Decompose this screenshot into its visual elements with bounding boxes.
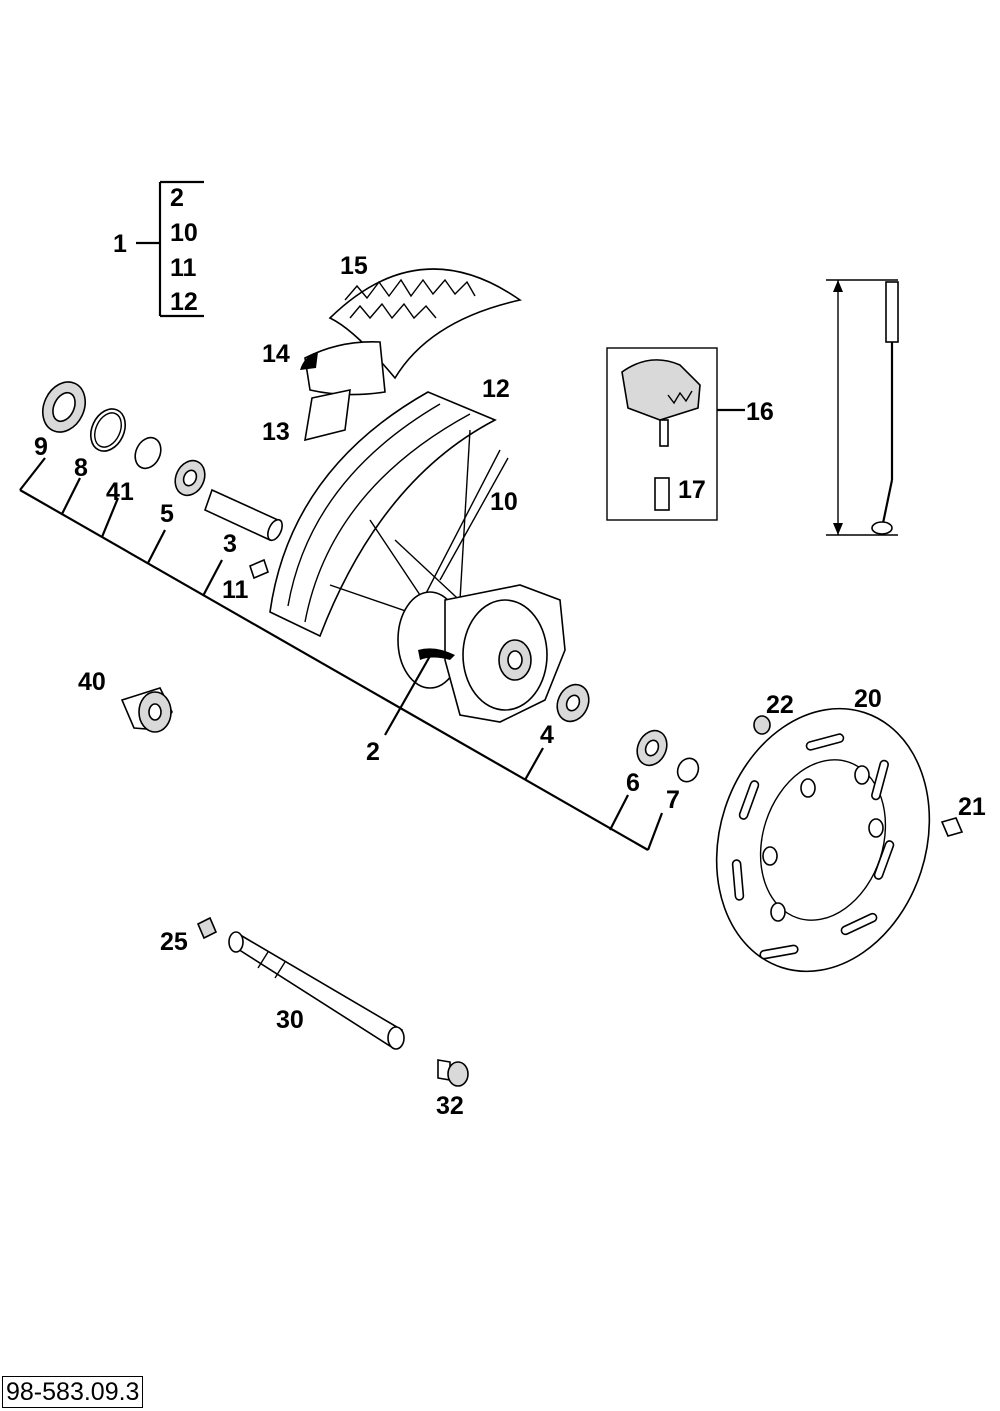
rim-drawing [269, 391, 509, 641]
o-ring-8-drawing [89, 408, 127, 452]
callout-40: 40 [78, 668, 106, 696]
callout-7: 7 [666, 786, 680, 814]
callout-20: 20 [854, 685, 882, 713]
callout-16: 16 [746, 398, 774, 426]
callout-21: 21 [958, 793, 986, 821]
axis-leader-lines [19, 457, 664, 851]
callout-4: 4 [540, 721, 554, 749]
valve-detail-box [606, 347, 745, 521]
spoke-dimension-drawing [826, 279, 899, 536]
circlip-41-drawing [134, 436, 162, 470]
callout-8: 8 [74, 454, 88, 482]
assembly-bracket: 1 2 10 11 12 [113, 180, 204, 318]
brake-disc-drawing [715, 707, 931, 973]
spacer-7-drawing [676, 757, 700, 783]
tire-drawing [300, 268, 522, 396]
assembly-label: 1 [113, 230, 127, 258]
callout-9: 9 [34, 433, 48, 461]
bolt-21-drawing [940, 817, 964, 837]
callout-25: 25 [160, 928, 188, 956]
callout-6: 6 [626, 769, 640, 797]
assembly-item-4: 12 [170, 288, 198, 316]
callout-22: 22 [766, 691, 794, 719]
callout-14: 14 [262, 340, 290, 368]
callout-10: 10 [490, 488, 518, 516]
callout-15: 15 [340, 252, 368, 280]
callout-30: 30 [276, 1006, 304, 1034]
callout-12: 12 [482, 375, 510, 403]
assembly-item-3: 11 [170, 254, 197, 282]
callout-32: 32 [436, 1092, 464, 1120]
nipple-11-drawing [249, 558, 269, 580]
assembly-item-1: 2 [170, 184, 184, 212]
callout-3: 3 [223, 530, 237, 558]
callout-13: 13 [262, 418, 290, 446]
bolt-32-drawing [437, 1059, 469, 1087]
callout-11: 11 [222, 576, 249, 604]
spacer-3-drawing [204, 488, 280, 542]
callout-5: 5 [160, 500, 174, 528]
hub-drawing [397, 584, 566, 723]
assembly-item-2: 10 [170, 219, 198, 247]
axle-drawing [228, 931, 405, 1050]
nut-25-drawing [196, 916, 218, 940]
callout-17: 17 [678, 476, 706, 504]
nut-22-drawing [753, 715, 771, 735]
spacer-40-drawing [120, 687, 173, 733]
diagram-reference-number: 98-583.09.3 [2, 1376, 144, 1408]
callout-41: 41 [106, 478, 134, 506]
inner-tube-drawing [304, 388, 351, 442]
callout-2: 2 [366, 738, 380, 766]
